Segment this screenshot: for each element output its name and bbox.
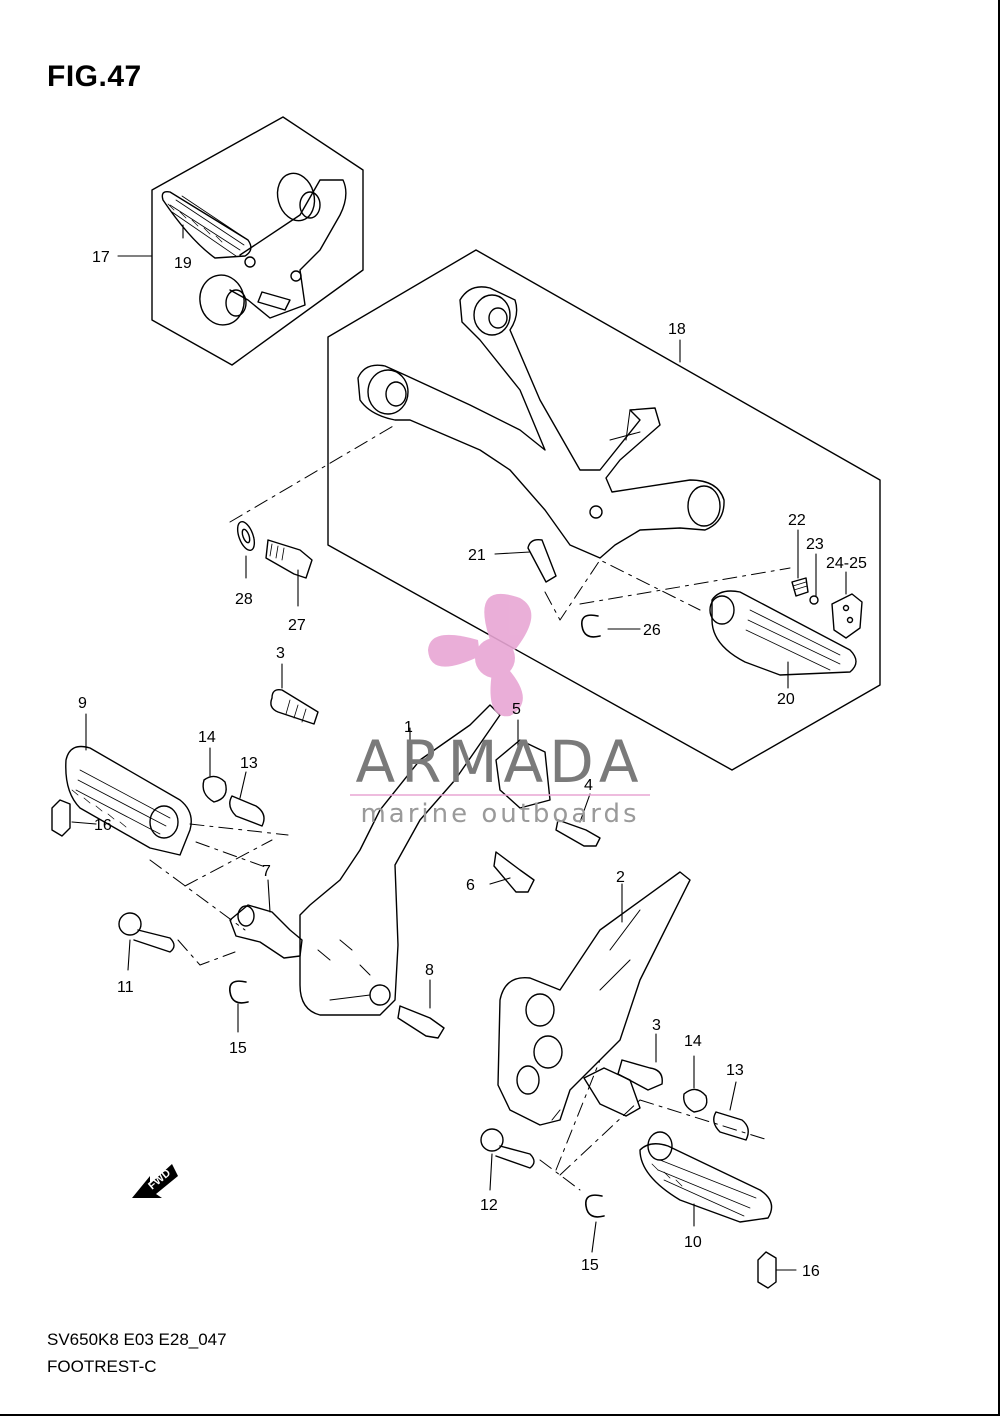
- frame-border-bottom: [0, 1414, 1000, 1416]
- callout-label: 15: [229, 1040, 247, 1057]
- callout-label: 21: [468, 547, 486, 564]
- callout-label: 15: [581, 1257, 599, 1274]
- callout-label: 18: [668, 321, 686, 338]
- figure-caption: FOOTREST-C: [47, 1357, 157, 1376]
- propeller-logo: [428, 593, 532, 717]
- callout-label: 6: [466, 877, 475, 894]
- callouts: 17 19 18 22 23 24-25 21 28 27 26 20 3 9 …: [78, 249, 867, 1280]
- fwd-arrow: FWD: [132, 1164, 178, 1198]
- callout-label: 4: [584, 777, 593, 794]
- callout-label: 22: [788, 512, 806, 529]
- callout-label: 14: [198, 729, 216, 746]
- callout-label: 19: [174, 255, 192, 272]
- callout-label: 16: [802, 1263, 820, 1280]
- callout-label: 1: [404, 719, 413, 736]
- assembly-17-box: [151, 116, 364, 366]
- callout-label: 17: [92, 249, 110, 266]
- frame-border-right: [998, 0, 1000, 1416]
- footpeg-19: [161, 190, 252, 259]
- callout-label: 3: [652, 1017, 661, 1034]
- callout-label: 13: [240, 755, 258, 772]
- callout-label: 24-25: [826, 555, 867, 572]
- watermark-tagline: marine outboards: [360, 799, 639, 829]
- footpeg-10: [639, 1143, 773, 1223]
- callout-label: 12: [480, 1197, 498, 1214]
- callout-label: 23: [806, 536, 824, 553]
- figure-title: FIG.47: [47, 60, 142, 93]
- watermark-brand: ARMADA: [355, 728, 644, 796]
- callout-label: 26: [643, 622, 661, 639]
- callout-label: 27: [288, 617, 306, 634]
- figure-code: SV650K8 E03 E28_047: [47, 1330, 227, 1349]
- callout-label: 14: [684, 1033, 702, 1050]
- callout-label: 10: [684, 1234, 702, 1251]
- callout-label: 8: [425, 962, 434, 979]
- callout-label: 28: [235, 591, 253, 608]
- callout-label: 2: [616, 869, 625, 886]
- callout-label: 16: [94, 817, 112, 834]
- assembly-18-box: [327, 249, 881, 771]
- callout-label: 9: [78, 695, 87, 712]
- callout-label: 3: [276, 645, 285, 662]
- callout-label: 5: [512, 701, 521, 718]
- callout-label: 20: [777, 691, 795, 708]
- footpeg-20: [711, 590, 857, 676]
- callout-label: 11: [117, 979, 134, 996]
- footpeg-9: [65, 745, 192, 856]
- callout-label: 7: [262, 863, 271, 880]
- callout-label: 13: [726, 1062, 744, 1079]
